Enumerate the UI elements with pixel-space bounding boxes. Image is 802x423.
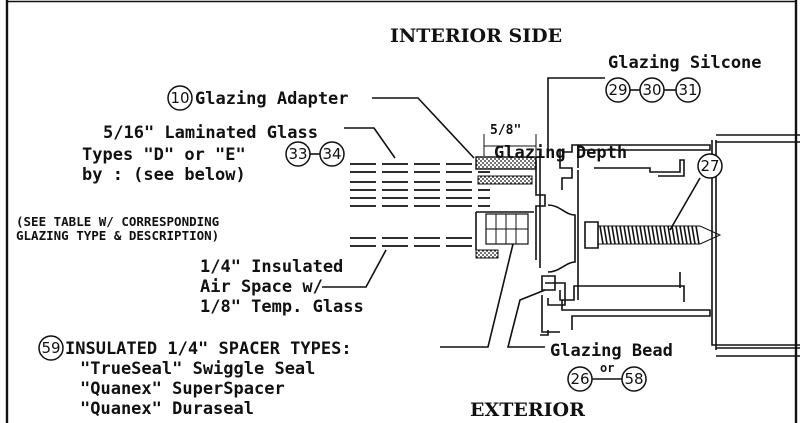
svg-text:33: 33: [288, 145, 307, 163]
screw-thread: [651, 225, 656, 245]
spacer-types-label: INSULATED 1/4" SPACER TYPES:: [65, 339, 352, 359]
spacer-type-1: "TrueSeal" Swiggle Seal: [80, 359, 315, 379]
dimension-label: 5/8": [490, 123, 521, 138]
spacer-type-3: "Quanex" Duraseal: [80, 399, 254, 419]
svg-text:29: 29: [608, 81, 627, 99]
callout-bubble-10: 10: [167, 85, 193, 111]
by-see-below-label: by : (see below): [82, 165, 246, 185]
svg-text:27: 27: [700, 157, 719, 175]
callout-bubble-34: 34: [319, 141, 345, 167]
or-label: or: [600, 361, 614, 375]
screw-thread: [671, 225, 676, 245]
screw-thread: [603, 225, 608, 245]
screw-thread: [619, 225, 624, 245]
screw-thread: [635, 225, 640, 245]
glazing-bead-label: Glazing Bead: [550, 341, 673, 361]
screw-thread: [683, 225, 688, 245]
callout-bubble-33: 33: [285, 141, 311, 167]
screw-thread: [663, 225, 668, 245]
see-table-line-2: GLAZING TYPE & DESCRIPTION): [16, 228, 219, 243]
screw-thread: [639, 225, 644, 245]
callout-bubble-30: 30: [639, 77, 665, 103]
callout-bubble-31: 31: [675, 77, 701, 103]
insulated-glass-unit: [350, 163, 534, 250]
glazing-adapter-label: Glazing Adapter: [195, 89, 349, 109]
screw-thread: [623, 225, 628, 245]
svg-text:59: 59: [41, 339, 60, 357]
svg-text:10: 10: [170, 89, 189, 107]
svg-text:31: 31: [678, 81, 697, 99]
exterior-label: EXTERIOR: [470, 399, 585, 421]
glazing-adapter-section: [475, 156, 537, 259]
screw-thread: [679, 225, 684, 245]
callout-bubble-27: 27: [697, 153, 723, 179]
fastener-screw: [584, 221, 722, 249]
screw-thread: [687, 225, 692, 245]
screw-thread: [647, 225, 652, 245]
svg-text:34: 34: [322, 145, 341, 163]
interior-side-label: INTERIOR SIDE: [390, 25, 562, 47]
callout-bubble-26: 26: [567, 366, 593, 392]
glazing-silicone-label: Glazing Silcone: [608, 53, 762, 73]
screw-thread: [655, 225, 660, 245]
screw-thread: [599, 225, 604, 245]
screw-thread: [643, 225, 648, 245]
insulated-line-1: 1/4" Insulated: [200, 257, 343, 277]
screw-thread: [667, 225, 672, 245]
screw-thread: [611, 225, 616, 245]
see-table-line-1: (SEE TABLE W/ CORRESPONDING: [16, 214, 219, 229]
callout-bubble-58: 58: [621, 366, 647, 392]
insulated-line-3: 1/8" Temp. Glass: [200, 297, 364, 317]
screw-thread: [631, 225, 636, 245]
leader-lines: [322, 77, 701, 348]
laminated-glass-label: 5/16" Laminated Glass: [103, 123, 318, 143]
spacer-type-2: "Quanex" SuperSpacer: [80, 379, 285, 399]
screw-thread: [607, 225, 612, 245]
screw-thread: [627, 225, 632, 245]
insulated-line-2: Air Space w/: [200, 277, 323, 297]
callout-bubble-29: 29: [605, 77, 631, 103]
screw-thread: [615, 225, 620, 245]
svg-text:58: 58: [624, 370, 643, 388]
screw-thread: [659, 225, 664, 245]
frame-profile: [535, 134, 800, 357]
callout-bubble-59: 59: [38, 335, 64, 361]
svg-text:30: 30: [642, 81, 661, 99]
screw-thread: [691, 225, 696, 245]
svg-text:26: 26: [570, 370, 589, 388]
glazing-depth-label: Glazing Depth: [494, 143, 627, 163]
glass-types-label: Types "D" or "E": [82, 145, 246, 165]
screw-thread: [675, 225, 680, 245]
screw-thread: [695, 225, 700, 245]
